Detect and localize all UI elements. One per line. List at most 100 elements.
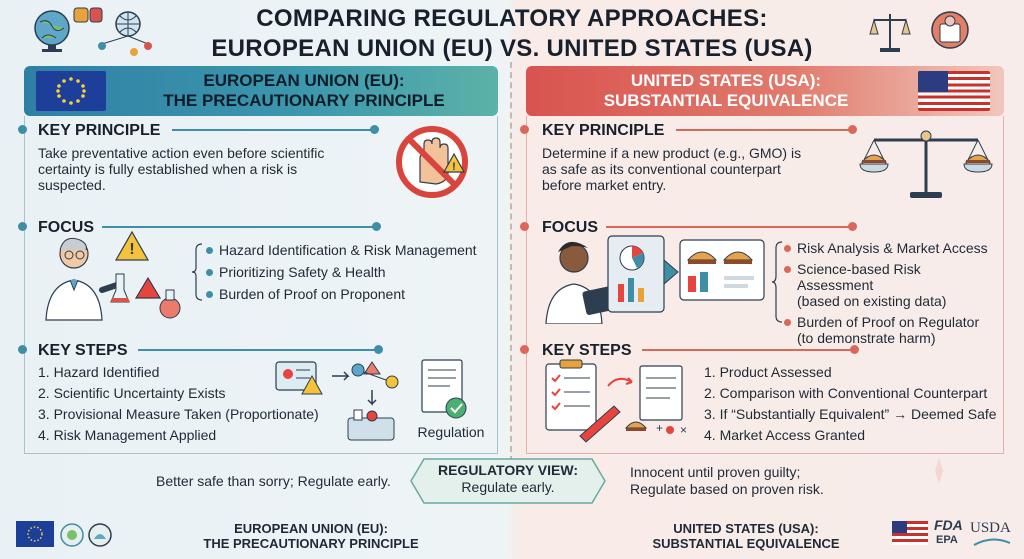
- eu-focus-line: [102, 226, 374, 228]
- page-title: COMPARING REGULATORY APPROACHES: EUROPEA…: [180, 4, 844, 64]
- eu-header-line-1: EUROPEAN UNION (EU):: [203, 71, 405, 90]
- us-key-principle-dot: [520, 125, 529, 134]
- center-divider: [510, 62, 512, 462]
- eu-focus-bracket: [191, 243, 203, 301]
- eu-header-title: EUROPEAN UNION (EU): THE PRECAUTIONARY P…: [124, 71, 484, 111]
- sparkle-icon: [935, 458, 943, 484]
- eu-panel: [24, 116, 498, 454]
- us-focus-dot: [520, 222, 529, 231]
- us-header: UNITED STATES (USA): SUBSTANTIAL EQUIVAL…: [526, 66, 1004, 116]
- eu-focus-item-text: Prioritizing Safety & Health: [219, 264, 386, 280]
- eu-key-steps-list: 1. Hazard Identified 2. Scientific Uncer…: [38, 362, 338, 446]
- us-focus-list: Risk Analysis & Market Access Science-ba…: [784, 240, 1000, 346]
- eu-focus-dot: [18, 222, 27, 231]
- list-item: 3. If “Substantially Equivalent” → Deeme…: [704, 406, 997, 422]
- us-focus-item-line-2: (to demonstrate harm): [797, 330, 936, 346]
- us-flag-icon: [918, 71, 990, 111]
- usda-logo: USDA: [970, 520, 1011, 536]
- us-header-title: UNITED STATES (USA): SUBSTANTIAL EQUIVAL…: [556, 71, 896, 111]
- eu-key-principle-title: KEY PRINCIPLE: [38, 122, 161, 139]
- eu-footer-line-1: EUROPEAN UNION (EU):: [234, 521, 388, 536]
- eu-footer-line-2: THE PRECAUTIONARY PRINCIPLE: [203, 536, 419, 551]
- us-panel: [526, 116, 1004, 454]
- regulation-label: Regulation: [417, 424, 485, 440]
- title-line-2: EUROPEAN UNION (EU) VS. UNITED STATES (U…: [211, 35, 813, 62]
- list-item: 4. Market Access Granted: [704, 427, 866, 443]
- eu-key-principle-line-2: certainty is fully established when a ri…: [38, 161, 298, 177]
- eu-key-principle-line-1: Take preventative action even before sci…: [38, 145, 325, 161]
- us-key-steps-dot: [520, 345, 529, 354]
- regulatory-view-badge: [410, 458, 606, 504]
- us-key-principle-text: Determine if a new product (e.g., GMO) i…: [542, 145, 842, 193]
- usda-swoosh-icon: [973, 538, 1011, 546]
- analyst-tablet-icon: [545, 235, 765, 324]
- globe-network-icon: [34, 7, 152, 56]
- eu-header-line-2: THE PRECAUTIONARY PRINCIPLE: [163, 91, 445, 110]
- us-flag-small-icon: [892, 521, 928, 545]
- eu-header: EUROPEAN UNION (EU): THE PRECAUTIONARY P…: [24, 66, 498, 116]
- list-item: Risk Analysis & Market Access: [784, 240, 1000, 256]
- svg-text:!: !: [452, 161, 456, 173]
- list-item: 3. Provisional Measure Taken (Proportion…: [38, 406, 319, 422]
- svg-text:!: !: [129, 241, 134, 258]
- list-item: 4. Risk Management Applied: [38, 427, 217, 443]
- us-bottom-text: Innocent until proven guilty; Regulate b…: [630, 464, 890, 498]
- list-item: 1. Product Assessed: [704, 364, 832, 380]
- us-focus-item-line-1: Burden of Proof on Regulator: [797, 314, 980, 330]
- eu-key-steps-line: [138, 349, 376, 351]
- us-focus-bracket: [771, 241, 783, 323]
- eu-key-principle-end-dot: [370, 125, 379, 134]
- eu-flag-small-icon: [16, 521, 54, 547]
- us-header-line-2: SUBSTANTIAL EQUIVALENCE: [603, 91, 849, 110]
- us-focus-title: FOCUS: [542, 219, 598, 236]
- list-item: Prioritizing Safety & Health: [206, 264, 496, 280]
- eu-key-steps-dot: [18, 345, 27, 354]
- us-focus-line: [606, 226, 850, 228]
- list-item: Burden of Proof on Proponent: [206, 286, 496, 302]
- us-key-steps-end-dot: [850, 345, 859, 354]
- us-key-steps-line: [642, 349, 852, 351]
- stop-hand-warning-icon: !: [396, 126, 468, 198]
- us-footer-line-1: UNITED STATES (USA):: [673, 521, 819, 536]
- eu-flag-icon: [36, 71, 106, 111]
- regulatory-view-title: REGULATORY VIEW:: [437, 462, 578, 478]
- eu-key-steps-title: KEY STEPS: [38, 342, 128, 359]
- list-item: 1. Hazard Identified: [38, 364, 160, 380]
- eu-key-principle-line-3: suspected.: [38, 177, 106, 193]
- regulatory-view: REGULATORY VIEW: Regulate early.: [410, 462, 606, 496]
- svg-text:×: ×: [680, 423, 687, 437]
- us-key-principle-end-dot: [848, 125, 857, 134]
- us-key-principle-title: KEY PRINCIPLE: [542, 122, 665, 139]
- us-focus-item-text: Science-based Risk Assessment(based on e…: [797, 261, 1000, 309]
- list-item: Hazard Identification & Risk Management: [206, 242, 496, 258]
- us-footer-line-2: SUBSTANTIAL EQUIVALENCE: [652, 536, 840, 551]
- us-key-steps-list: 1. Product Assessed 2. Comparison with C…: [704, 362, 1004, 446]
- us-key-steps-title: KEY STEPS: [542, 342, 632, 359]
- us-footer-label: UNITED STATES (USA): SUBSTANTIAL EQUIVAL…: [636, 521, 856, 551]
- scientist-lab-icon: !: [45, 230, 181, 321]
- checklist-comparison-icon: + ×: [545, 359, 687, 443]
- us-key-principle-line-2: as safe as its conventional counterpart: [542, 161, 781, 177]
- balance-scale-burger-icon: [859, 130, 993, 198]
- eu-key-principle-text: Take preventative action even before sci…: [38, 145, 368, 193]
- us-bottom-text-line-1: Innocent until proven guilty;: [630, 464, 801, 480]
- eu-focus-list: Hazard Identification & Risk Management …: [206, 242, 496, 302]
- eu-focus-end-dot: [372, 222, 381, 231]
- eu-key-principle-line: [172, 129, 372, 131]
- eu-focus-title: FOCUS: [38, 219, 94, 236]
- eu-focus-item-text: Burden of Proof on Proponent: [219, 286, 406, 302]
- eu-bottom-text: Better safe than sorry; Regulate early.: [156, 473, 391, 489]
- svg-text:+: +: [656, 421, 663, 435]
- footer: EUROPEAN UNION (EU): THE PRECAUTIONARY P…: [0, 515, 1024, 559]
- eu-focus-item-text: Hazard Identification & Risk Management: [219, 242, 477, 258]
- list-item: Burden of Proof on Regulator(to demonstr…: [784, 314, 1000, 346]
- us-focus-item-line-1: Science-based Risk Assessment: [797, 261, 921, 293]
- us-key-principle-line-3: before market entry.: [542, 177, 667, 193]
- eu-key-principle-dot: [18, 125, 27, 134]
- us-header-line-1: UNITED STATES (USA):: [630, 71, 822, 90]
- regulatory-view-subtitle: Regulate early.: [461, 479, 555, 495]
- us-bottom-text-line-2: Regulate based on proven risk.: [630, 481, 824, 497]
- list-item: 2. Comparison with Conventional Counterp…: [704, 385, 988, 401]
- us-key-principle-line: [676, 129, 850, 131]
- us-focus-item-line-2: (based on existing data): [797, 293, 947, 309]
